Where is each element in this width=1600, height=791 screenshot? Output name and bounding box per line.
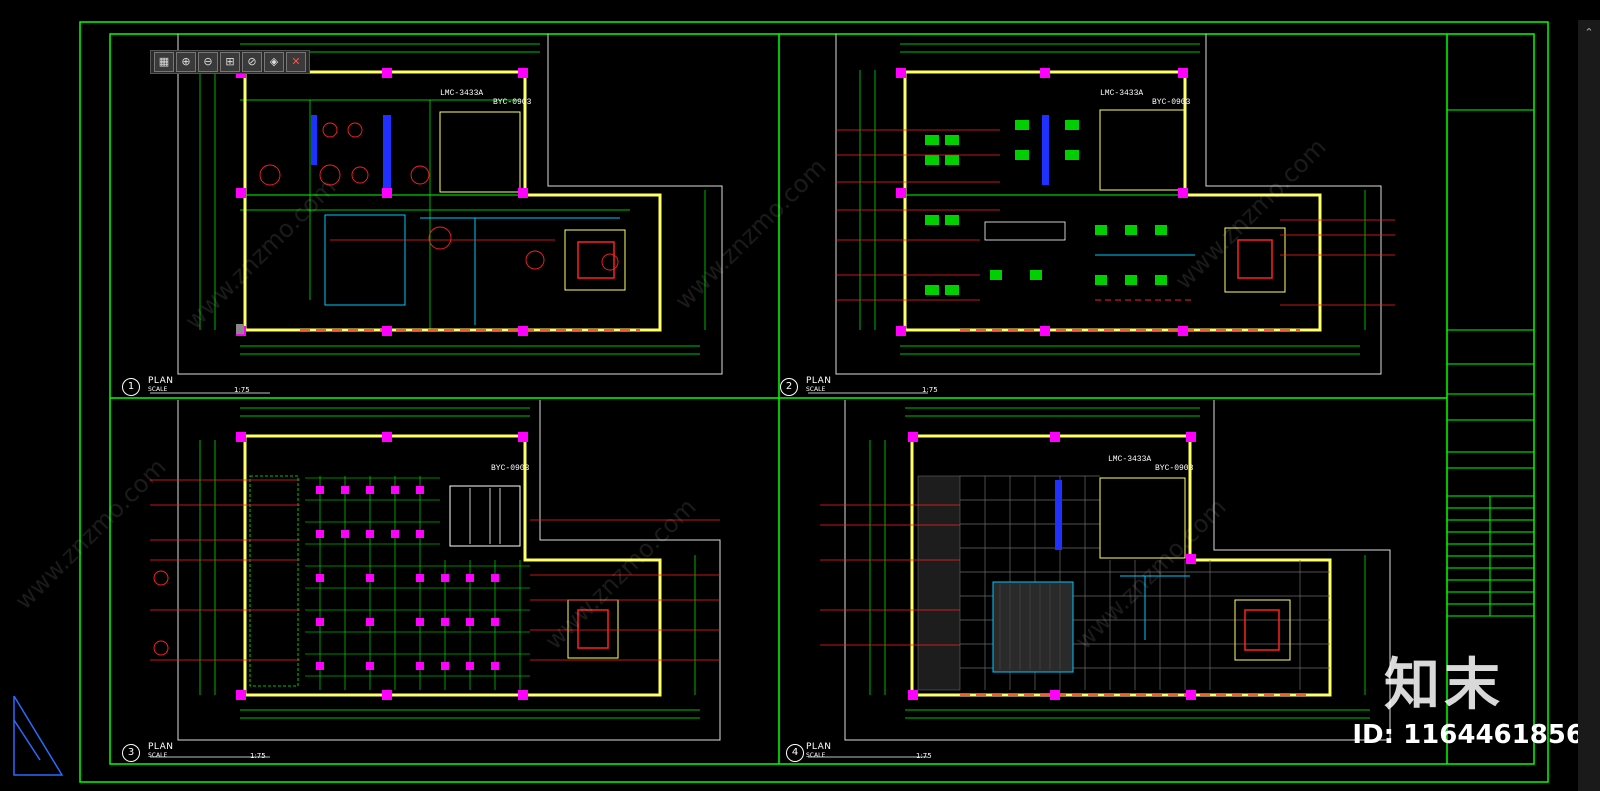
zoom-extent-icon[interactable]: ⊞ (220, 52, 240, 72)
pan-icon[interactable]: ⊘ (242, 52, 262, 72)
plan-3-number: 3 (122, 744, 140, 762)
scroll-up-icon[interactable]: ⌃ (1584, 26, 1594, 39)
zoom-out-icon[interactable]: ⊖ (198, 52, 218, 72)
3d-view-icon[interactable]: ◈ (264, 52, 284, 72)
plan-3-scale: 1:75 (250, 752, 266, 760)
vertical-scrollbar[interactable] (1578, 20, 1600, 791)
plan3-window-label: BYC-0903 (491, 464, 530, 473)
plan2-door-label: LMC-3433A (1100, 89, 1144, 98)
plan-1-scale: 1:75 (234, 386, 250, 394)
plan-4-title: PLAN (806, 742, 832, 752)
plan-1-title: PLAN (148, 376, 174, 386)
view-toolbar: ▦ ⊕ ⊖ ⊞ ⊘ ◈ ✕ (150, 50, 310, 74)
plan4-door-label: LMC-3433A (1108, 455, 1152, 464)
plan1-door-label: LMC-3433A (440, 89, 484, 98)
plan2-window-label: BYC-0903 (1152, 98, 1191, 107)
region-icon[interactable]: ▦ (154, 52, 174, 72)
watermark-id: ID: 1164461856 (1352, 720, 1584, 750)
plan-2-title: PLAN (806, 376, 832, 386)
plan4-window-label: BYC-0903 (1155, 464, 1194, 473)
plan-4-number: 4 (786, 744, 804, 762)
plan-3-scale-label: SCALE (148, 752, 168, 759)
plan-1-number: 1 (122, 378, 140, 396)
watermark-logo: 知末 (1384, 653, 1504, 718)
plan-3-title: PLAN (148, 742, 174, 752)
plan1-window-label: BYC-0903 (493, 98, 532, 107)
plan-2-scale-label: SCALE (806, 386, 826, 393)
zoom-in-icon[interactable]: ⊕ (176, 52, 196, 72)
plan-4-scale: 1:75 (916, 752, 932, 760)
plan-2-scale: 1:75 (922, 386, 938, 394)
close-icon[interactable]: ✕ (286, 52, 306, 72)
plan-4-scale-label: SCALE (806, 752, 826, 759)
plan-2-number: 2 (780, 378, 798, 396)
plan-1-scale-label: SCALE (148, 386, 168, 393)
